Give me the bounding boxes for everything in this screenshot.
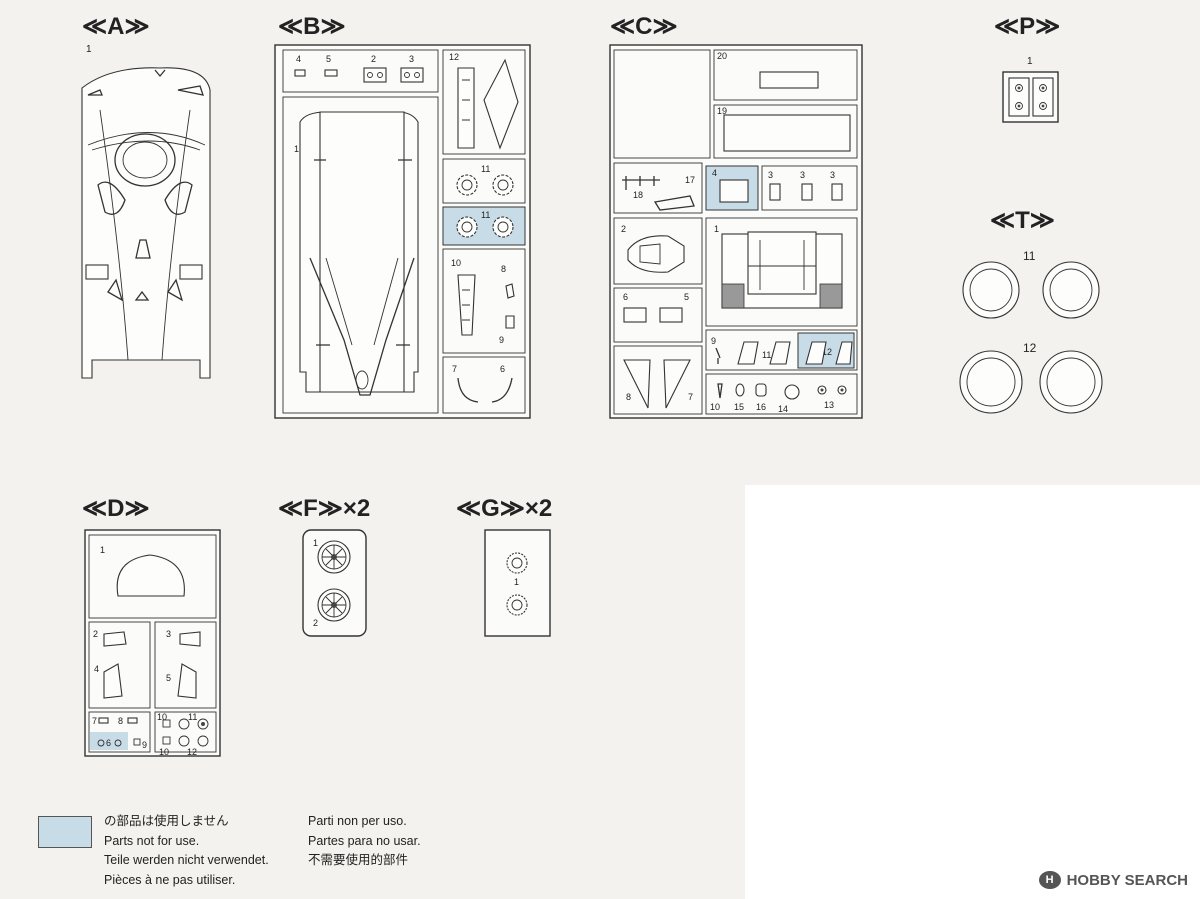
legend-line: Parts not for use.: [104, 833, 200, 848]
part-number: 2: [621, 224, 626, 234]
legend-line: Teile werden nicht verwendet.: [104, 853, 269, 867]
part-number: 15: [734, 402, 744, 412]
tire-part: [962, 261, 1020, 319]
part-number: 9: [499, 335, 504, 345]
section-g-title: ≪G≫×2: [456, 495, 552, 522]
section-f: ≪F≫×2 1 2: [278, 495, 370, 637]
part-number: 7: [452, 364, 457, 374]
section-a-title: ≪A≫: [82, 13, 150, 40]
part-number: 9: [711, 336, 716, 346]
tire-part: [1039, 350, 1103, 414]
section-t: ≪T≫ 11 12: [959, 207, 1103, 414]
part-number: 3: [830, 170, 835, 180]
section-g: ≪G≫×2 1: [456, 495, 552, 637]
part-number: 4: [712, 168, 717, 178]
part-number: 19: [717, 106, 727, 116]
legend-text-col-2: Parti non per uso. Partes para no usar. …: [308, 812, 421, 871]
part-number: 10: [710, 402, 720, 412]
part-number: 2: [93, 629, 98, 639]
part-number: 17: [685, 175, 695, 185]
part-number: 4: [296, 54, 301, 64]
part-number: 9: [142, 740, 147, 750]
part-number: 5: [684, 292, 689, 302]
part-number: 6: [500, 364, 505, 374]
part-number: 11: [188, 712, 197, 722]
part-number: 11: [481, 210, 490, 220]
watermark-text: HOBBY SEARCH: [1066, 871, 1188, 889]
section-b: ≪B≫ 4 5 2 3 12 13 1: [274, 13, 531, 419]
part-number: 7: [688, 392, 693, 402]
section-t-title: ≪T≫: [990, 207, 1055, 234]
part-number: 12: [1023, 341, 1037, 355]
part-number: 10: [159, 747, 169, 757]
tire-part: [959, 350, 1023, 414]
hub-part: [506, 594, 528, 616]
part-number: 16: [756, 402, 766, 412]
part-number: 6: [623, 292, 628, 302]
part-number: 3: [768, 170, 773, 180]
legend-line: Pièces à ne pas utiliser.: [104, 872, 236, 887]
part-number: 20: [717, 51, 727, 61]
part-number: 1: [100, 545, 105, 555]
legend-line: 不需要使用的部件: [308, 853, 409, 867]
part-number: 1: [313, 538, 318, 548]
part-number: 3: [800, 170, 805, 180]
part-number: 12: [822, 347, 832, 357]
part-number: 14: [778, 404, 788, 414]
tire-part: [1042, 261, 1100, 319]
part-number: 12: [187, 747, 197, 757]
section-c: ≪C≫ 20 19 18 17 4 3 3 3 2 1: [609, 13, 863, 419]
part-number: 11: [481, 164, 490, 174]
part-number: 5: [326, 54, 331, 64]
part-number: 8: [501, 264, 506, 274]
part-number: 10: [451, 258, 461, 268]
hub-part: [506, 552, 528, 574]
section-d-title: ≪D≫: [82, 495, 150, 522]
hobby-search-logo-icon: H: [1038, 871, 1061, 889]
section-p: ≪P≫ 1: [994, 13, 1060, 123]
part-number: 18: [633, 190, 643, 200]
part-number: 10: [157, 712, 167, 722]
part-number: 1: [514, 577, 519, 587]
part-number: 6: [106, 738, 111, 748]
engine-tray-part: [721, 231, 843, 309]
legend-text-col-1: の部品は使用しません Parts not for use. Teile werd…: [104, 812, 269, 890]
part-number: 8: [626, 392, 631, 402]
section-b-title: ≪B≫: [278, 13, 346, 40]
part-number: 11: [762, 350, 771, 360]
part-number: 2: [371, 54, 376, 64]
part-number: 8: [118, 716, 123, 726]
part-number: 1: [294, 144, 299, 154]
body-shell-part: [81, 67, 211, 379]
part-number: 5: [166, 673, 171, 683]
part-number: 7: [92, 716, 97, 726]
part-number: 1: [1027, 56, 1033, 67]
legend: の部品は使用しません Parts not for use. Teile werd…: [38, 812, 458, 892]
part-number: 11: [1023, 249, 1036, 263]
chassis-part: [299, 111, 419, 396]
window-part: [116, 554, 185, 597]
part-number: 3: [409, 54, 414, 64]
legend-line: の部品は使用しません: [104, 814, 229, 828]
section-a: ≪A≫ 1: [81, 13, 211, 379]
part-number: 4: [94, 664, 99, 674]
legend-line: Partes para no usar.: [308, 833, 421, 848]
part-number: 3: [166, 629, 171, 639]
section-d: ≪D≫ 1 2 3 4 5 7 8 6 9 10 11 10 12: [82, 495, 221, 757]
part-number: 2: [313, 618, 318, 628]
part-number: 12: [449, 52, 459, 62]
legend-line: Parti non per uso.: [308, 814, 407, 828]
part-number: 1: [714, 224, 719, 234]
section-c-title: ≪C≫: [610, 13, 678, 40]
section-p-title: ≪P≫: [994, 13, 1060, 40]
part-number: 1: [86, 44, 92, 55]
sprue-frame-g: [484, 529, 551, 637]
watermark: H HOBBY SEARCH: [1038, 869, 1188, 891]
unused-parts-swatch: [38, 816, 92, 848]
part-number: 13: [824, 400, 834, 410]
section-f-title: ≪F≫×2: [278, 495, 370, 522]
